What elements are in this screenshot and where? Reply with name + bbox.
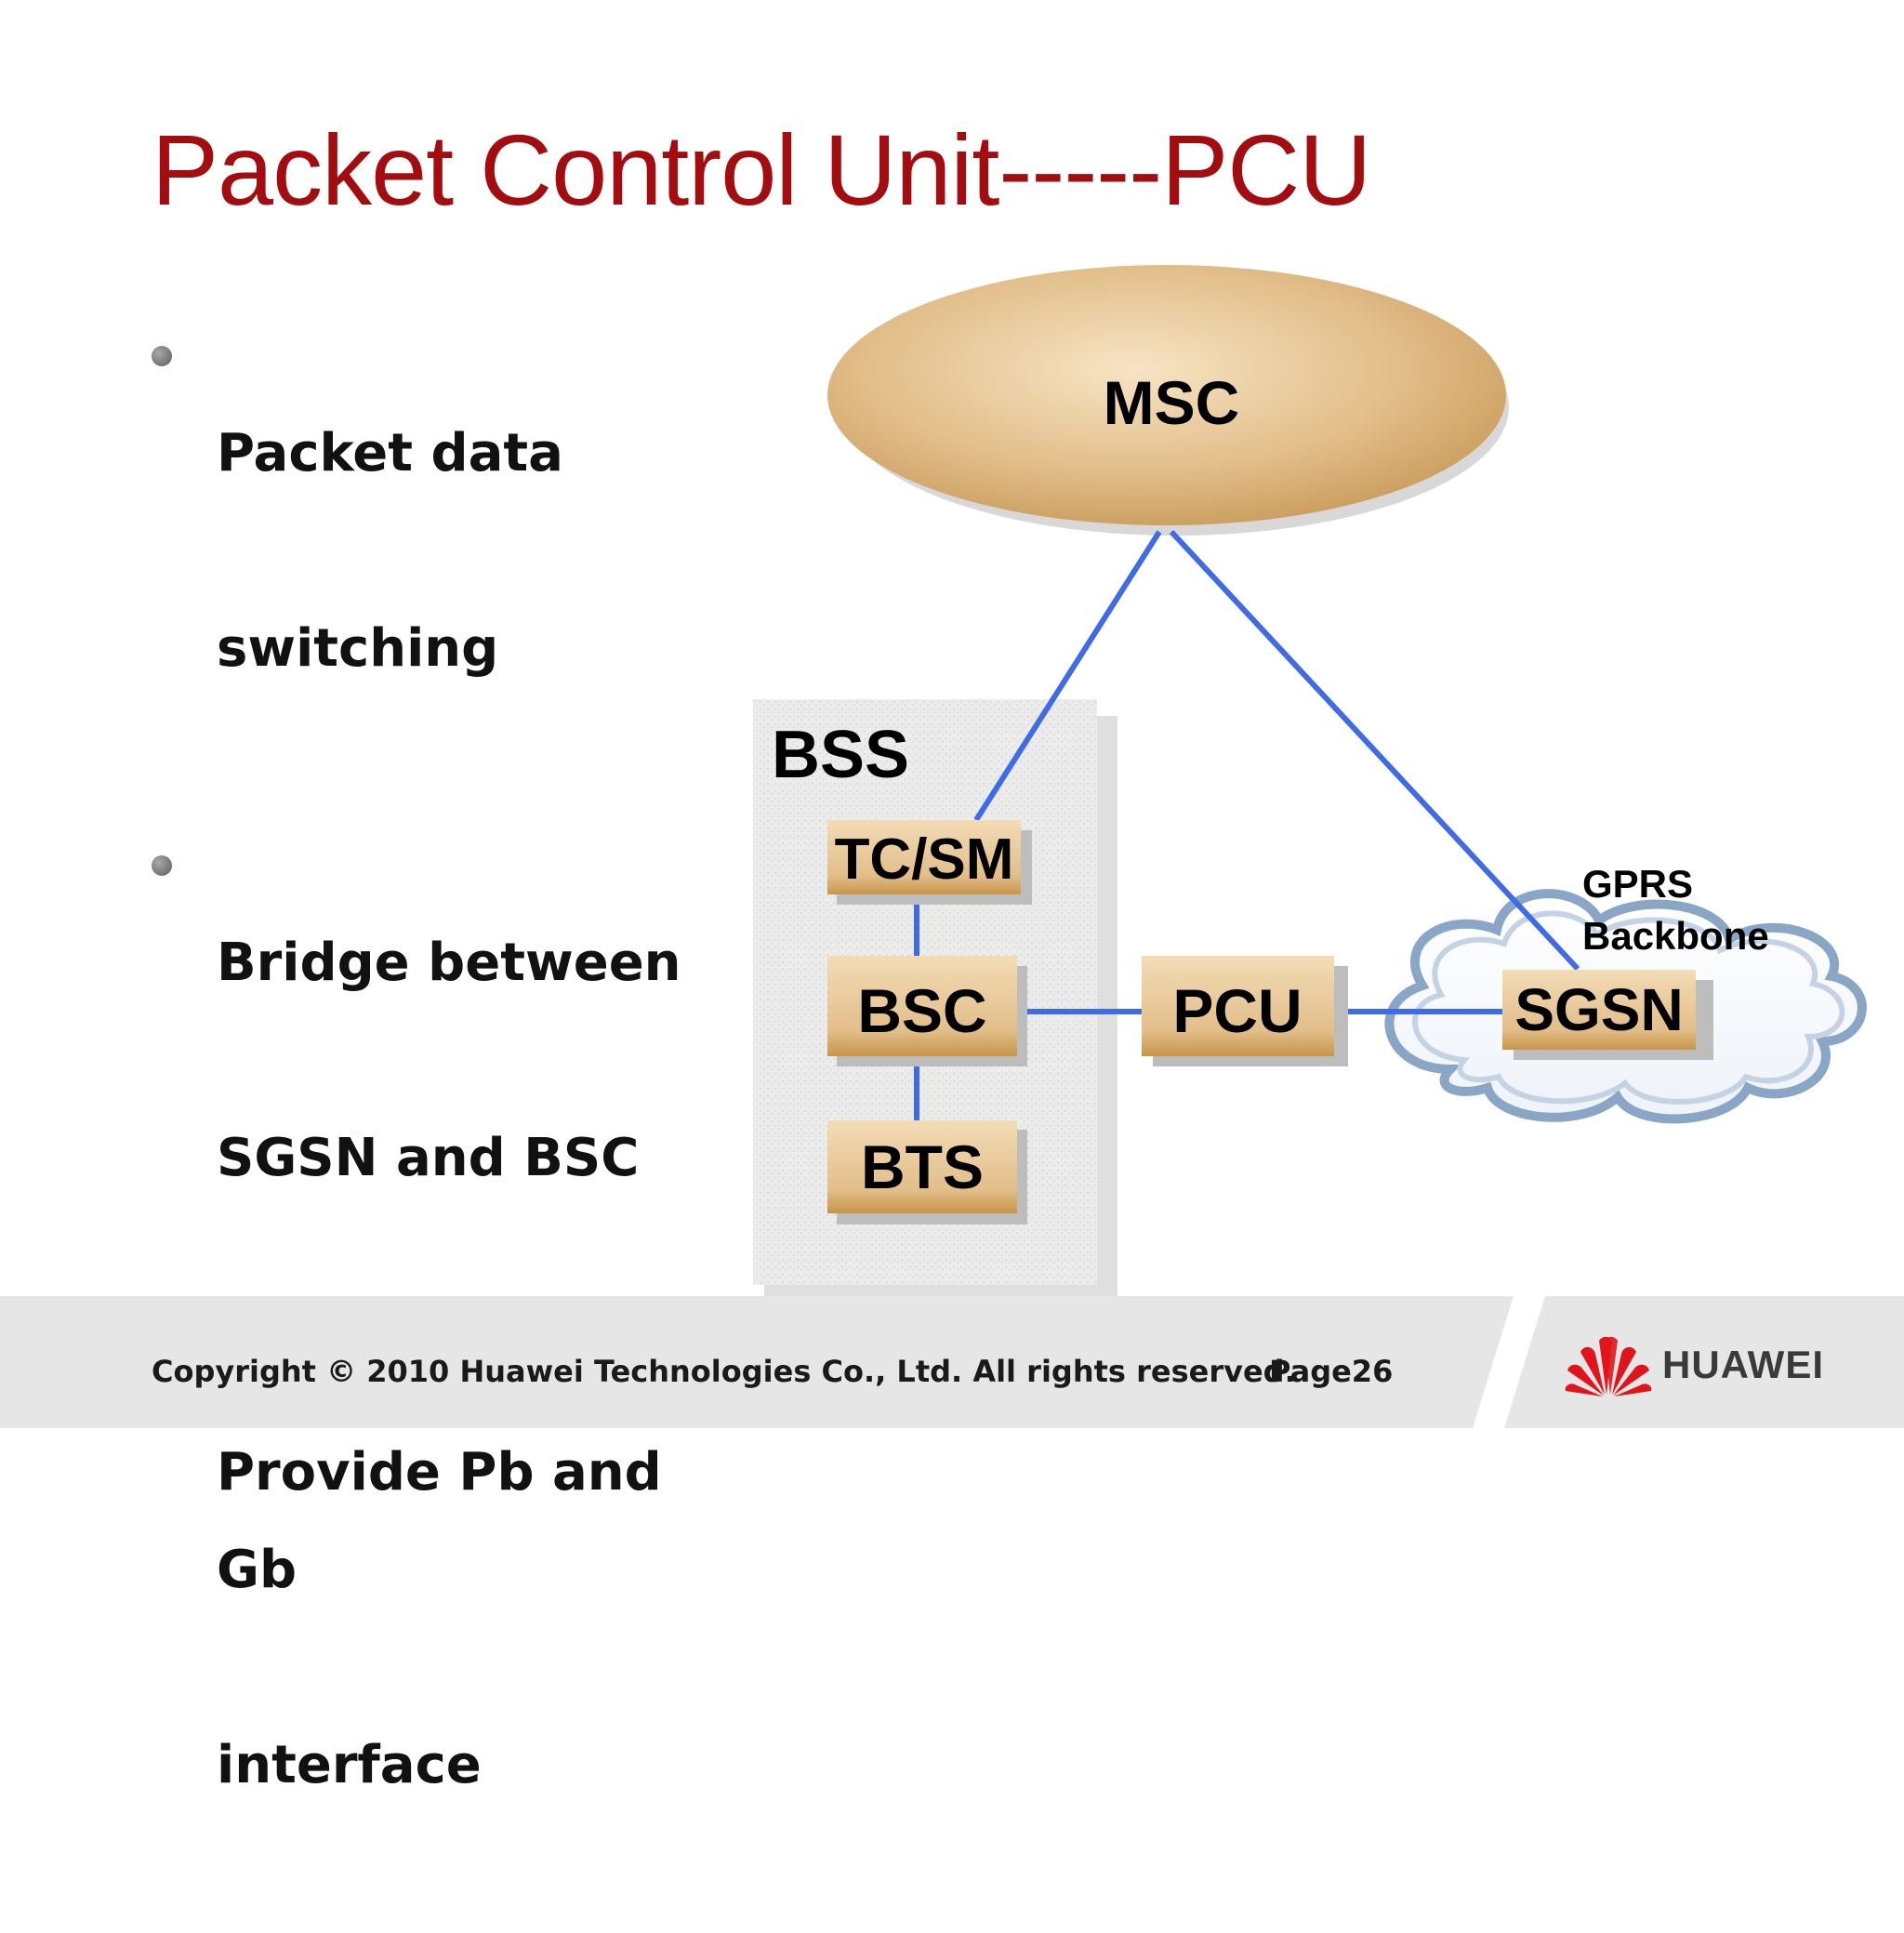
slide-title: Packet Control Unit-----PCU: [152, 113, 1371, 226]
bullet-line: switching: [217, 618, 499, 679]
huawei-logo: HUAWEI: [1562, 1330, 1841, 1404]
bsc-label: BSC: [857, 976, 986, 1045]
link-msc-sgsn: [1169, 529, 1580, 972]
network-diagram: BSS GPRS Backbone MSC TC/SM BSC BTS: [753, 265, 1867, 1302]
pcu-node: PCU: [1142, 956, 1348, 1066]
bsc-node: BSC: [827, 956, 1027, 1066]
bullet-text: Packet data switching: [217, 307, 737, 795]
copyright-text: Copyright © 2010 Huawei Technologies Co.…: [152, 1354, 1296, 1389]
bullet-line: Packet data: [217, 423, 563, 483]
sgsn-node: SGSN: [1502, 970, 1713, 1060]
huawei-petal-icon: [1565, 1336, 1652, 1397]
cloud-label-line1: GPRS: [1582, 862, 1693, 906]
bullet-item: Bridge between SGSN and BSC: [152, 816, 756, 1304]
msc-node: MSC: [827, 265, 1509, 536]
bullet-text: Bridge between SGSN and BSC: [217, 816, 737, 1304]
msc-label: MSC: [1104, 368, 1240, 437]
tcsm-node: TC/SM: [827, 820, 1032, 905]
page-number: Page26: [1269, 1354, 1394, 1389]
link-msc-tcsm: [973, 530, 1162, 822]
pcu-label: PCU: [1172, 976, 1302, 1045]
sgsn-label: SGSN: [1514, 976, 1683, 1043]
links: [914, 529, 1580, 1120]
bullet-line: Bridge between: [217, 933, 681, 993]
footer-divider: [1473, 1296, 1545, 1428]
brand-name: HUAWEI: [1662, 1343, 1824, 1386]
bullet-dot-icon: [152, 855, 172, 876]
bullet-line: Provide Pb and Gb: [217, 1442, 662, 1600]
tcsm-label: TC/SM: [835, 827, 1014, 892]
bullet-line: interface: [217, 1735, 482, 1795]
cloud-label-line2: Backbone: [1582, 914, 1769, 958]
bullet-item: Packet data switching: [152, 307, 756, 795]
bts-node: BTS: [827, 1120, 1027, 1225]
bss-label: BSS: [772, 718, 909, 792]
bullet-dot-icon: [152, 346, 172, 366]
bts-label: BTS: [861, 1132, 984, 1201]
bullet-line: SGSN and BSC: [217, 1128, 640, 1188]
